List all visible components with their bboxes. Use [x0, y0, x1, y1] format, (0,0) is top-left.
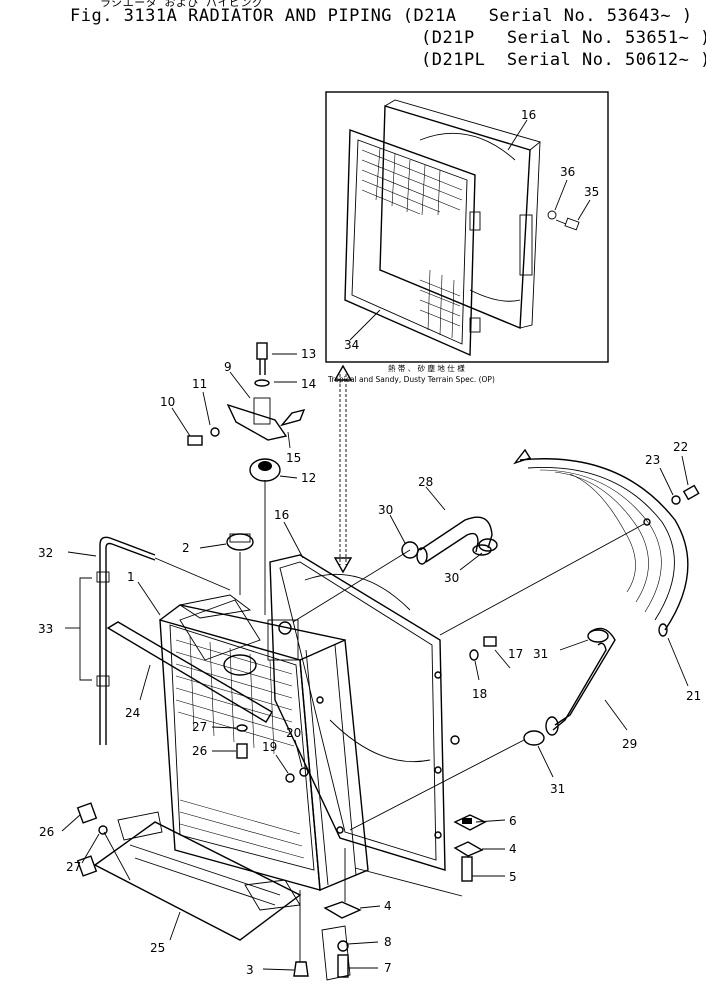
label-24: 24 [125, 706, 140, 720]
label-5: 5 [509, 870, 517, 884]
label-34: 34 [344, 338, 359, 352]
label-17: 17 [508, 647, 523, 661]
side-guard [106, 621, 273, 723]
fan-shroud [269, 521, 460, 871]
label-11: 11 [192, 377, 207, 391]
label-9: 9 [224, 360, 232, 374]
label-16-shroud: 16 [274, 508, 289, 522]
label-10: 10 [160, 395, 175, 409]
label-23: 23 [645, 453, 660, 467]
label-21: 21 [686, 689, 701, 703]
label-32: 32 [38, 546, 53, 560]
part-labels: 16 36 35 34 13 14 9 11 10 15 12 16 30 28… [38, 108, 701, 977]
serial-line-d21pl: (D21PL Serial No. 50612~ ) [421, 50, 706, 70]
label-25: 25 [150, 941, 165, 955]
label-30-bottom: 30 [444, 571, 459, 585]
label-33: 33 [38, 622, 53, 636]
inset-panel [325, 91, 609, 363]
radiator-core [159, 594, 369, 977]
label-6: 6 [509, 814, 517, 828]
label-29: 29 [622, 737, 637, 751]
upper-mount-cluster [171, 342, 306, 615]
label-31-top: 31 [533, 647, 548, 661]
label-31-bottom: 31 [550, 782, 565, 796]
inset-caption-jp: 熱 帯 、 砂 塵 地 仕 様 [388, 364, 465, 373]
inset-caption: Tropical and Sandy, Dusty Terrain Spec. … [328, 375, 495, 384]
leader-1 [137, 581, 161, 616]
shroud-bolts [469, 636, 511, 681]
label-26-upper: 26 [192, 744, 207, 758]
fan-guard [439, 448, 700, 687]
label-36: 36 [560, 165, 575, 179]
label-1: 1 [127, 570, 135, 584]
japanese-title: ラジエータ および パイピング [100, 0, 264, 9]
label-16: 16 [521, 108, 536, 122]
radiator-cap [199, 533, 254, 595]
label-19: 19 [262, 740, 277, 754]
upper-hose [292, 486, 498, 623]
label-30-top: 30 [378, 503, 393, 517]
label-15: 15 [286, 451, 301, 465]
label-35: 35 [584, 185, 599, 199]
label-8: 8 [384, 935, 392, 949]
label-4-lower: 4 [384, 899, 392, 913]
label-28: 28 [418, 475, 433, 489]
label-13: 13 [301, 347, 316, 361]
overflow-pipe [65, 536, 231, 745]
label-7: 7 [384, 961, 392, 975]
reference-arrow [333, 364, 353, 574]
label-4-right: 4 [509, 842, 517, 856]
label-12: 12 [301, 471, 316, 485]
label-20: 20 [286, 726, 301, 740]
label-2: 2 [182, 541, 190, 555]
lower-hose [349, 627, 628, 831]
label-14: 14 [301, 377, 316, 391]
label-3: 3 [246, 963, 254, 977]
label-18: 18 [472, 687, 487, 701]
figure-title: Fig. 3131A RADIATOR AND PIPING (D21A Ser… [70, 6, 693, 26]
lower-guard [61, 802, 302, 941]
label-22: 22 [673, 440, 688, 454]
label-27-upper: 27 [192, 720, 207, 734]
serial-line-d21p: (D21P Serial No. 53651~ ) [421, 28, 706, 48]
label-27-lower: 27 [66, 860, 81, 874]
label-26-lower: 26 [39, 825, 54, 839]
lower-mounts [321, 814, 506, 981]
